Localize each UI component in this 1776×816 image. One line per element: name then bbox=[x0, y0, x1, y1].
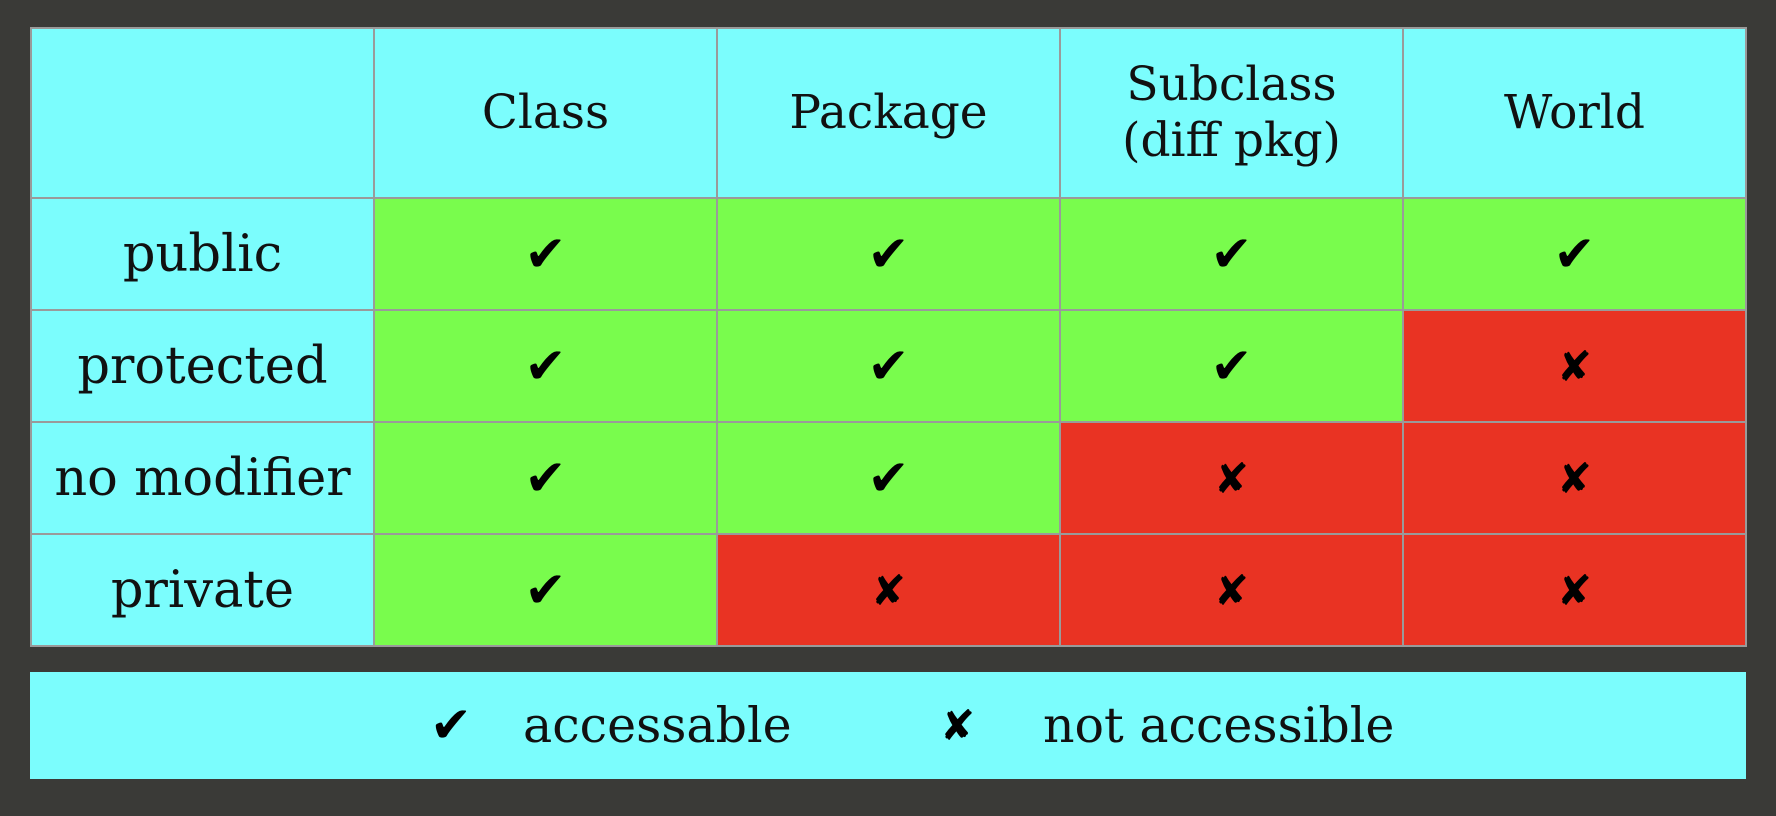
access-cell: ✔ bbox=[716, 197, 1061, 311]
legend-accessible-label: accessable bbox=[523, 697, 792, 754]
row-no-modifier: no modifier ✔ ✔ ✘ ✘ bbox=[30, 421, 1747, 535]
access-cell: ✘ bbox=[1402, 309, 1747, 423]
row-private: private ✔ ✘ ✘ ✘ bbox=[30, 533, 1747, 647]
access-mark-icon: ✔ bbox=[524, 449, 567, 507]
access-cell: ✘ bbox=[1059, 533, 1404, 647]
header-package-label: Package bbox=[789, 85, 988, 140]
access-cell: ✘ bbox=[1402, 421, 1747, 535]
row-label-cell: no modifier bbox=[30, 421, 375, 535]
access-mark-icon: ✔ bbox=[867, 225, 910, 283]
header-subclass: Subclass (diff pkg) bbox=[1059, 27, 1404, 199]
access-mark-icon: ✘ bbox=[1213, 453, 1250, 503]
access-cell: ✔ bbox=[716, 421, 1061, 535]
header-world-label: World bbox=[1504, 85, 1645, 140]
row-label: public bbox=[122, 224, 283, 284]
row-label: protected bbox=[77, 336, 328, 396]
header-package: Package bbox=[716, 27, 1061, 199]
row-label-cell: protected bbox=[30, 309, 375, 423]
access-cell: ✔ bbox=[1059, 197, 1404, 311]
row-label-cell: public bbox=[30, 197, 375, 311]
access-mark-icon: ✘ bbox=[1556, 453, 1593, 503]
row-label-cell: private bbox=[30, 533, 375, 647]
access-mark-icon: ✔ bbox=[1210, 225, 1253, 283]
access-cell: ✘ bbox=[1059, 421, 1404, 535]
access-cell: ✔ bbox=[716, 309, 1061, 423]
row-protected: protected ✔ ✔ ✔ ✘ bbox=[30, 309, 1747, 423]
row-label: no modifier bbox=[54, 448, 351, 508]
header-class: Class bbox=[373, 27, 718, 199]
row-public: public ✔ ✔ ✔ ✔ bbox=[30, 197, 1747, 311]
cross-icon: ✘ bbox=[940, 701, 976, 750]
header-subclass-label: Subclass (diff pkg) bbox=[1122, 57, 1341, 168]
access-cell: ✔ bbox=[373, 309, 718, 423]
legend-not-accessible-label: not accessible bbox=[1043, 697, 1395, 754]
row-label: private bbox=[110, 560, 295, 620]
access-cell: ✔ bbox=[373, 197, 718, 311]
access-mark-icon: ✔ bbox=[867, 337, 910, 395]
access-cell: ✔ bbox=[1059, 309, 1404, 423]
access-cell: ✘ bbox=[1402, 533, 1747, 647]
access-cell: ✔ bbox=[1402, 197, 1747, 311]
access-cell: ✔ bbox=[373, 533, 718, 647]
check-icon: ✔ bbox=[430, 696, 472, 754]
access-mark-icon: ✔ bbox=[524, 337, 567, 395]
access-cell: ✘ bbox=[716, 533, 1061, 647]
header-class-label: Class bbox=[481, 85, 610, 140]
access-mark-icon: ✔ bbox=[524, 561, 567, 619]
access-mark-icon: ✔ bbox=[1210, 337, 1253, 395]
header-corner-cell bbox=[30, 27, 375, 199]
access-mark-icon: ✘ bbox=[870, 565, 907, 615]
access-mark-icon: ✘ bbox=[1556, 565, 1593, 615]
header-world: World bbox=[1402, 27, 1747, 199]
access-cell: ✔ bbox=[373, 421, 718, 535]
access-mark-icon: ✔ bbox=[1553, 225, 1596, 283]
access-modifier-table: Class Package Subclass (diff pkg) World … bbox=[30, 27, 1747, 647]
access-mark-icon: ✘ bbox=[1213, 565, 1250, 615]
access-mark-icon: ✔ bbox=[867, 449, 910, 507]
header-row: Class Package Subclass (diff pkg) World bbox=[30, 27, 1747, 199]
access-mark-icon: ✔ bbox=[524, 225, 567, 283]
legend: ✔ accessable ✘ not accessible bbox=[30, 672, 1746, 779]
access-mark-icon: ✘ bbox=[1556, 341, 1593, 391]
